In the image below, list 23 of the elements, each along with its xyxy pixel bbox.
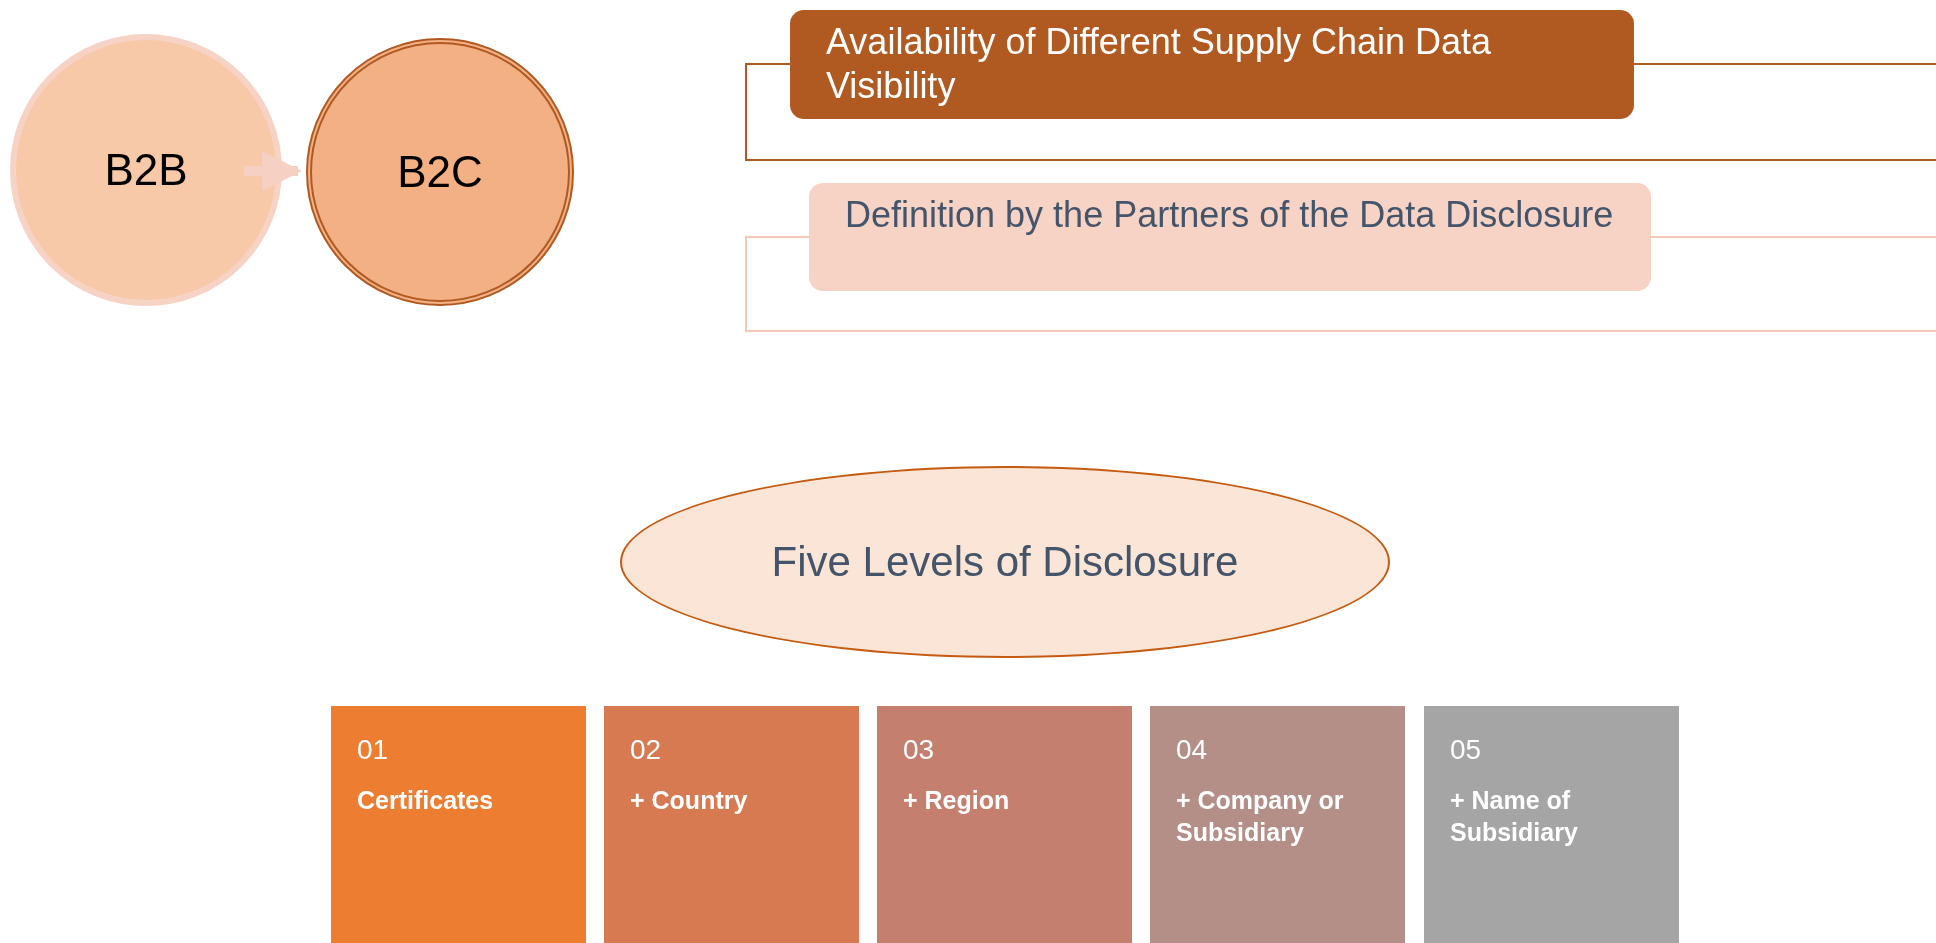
level-card — [604, 706, 859, 943]
title-bar — [790, 10, 1634, 119]
arrow — [244, 150, 302, 191]
level-number: 03 — [903, 734, 936, 766]
level-card — [1150, 706, 1405, 943]
level-card — [331, 706, 586, 943]
level-card — [877, 706, 1132, 943]
level-label: Certificates — [357, 785, 495, 816]
level-number: 01 — [357, 734, 390, 766]
node-label: B2B — [104, 145, 188, 195]
node-label: B2C — [397, 147, 483, 197]
level-number: 04 — [1176, 734, 1209, 766]
level-label: + Region — [903, 785, 1011, 816]
level-label: + Company or Subsidiary — [1176, 785, 1345, 848]
node-label: Definition by the Partners of the Data Disclosure — [845, 193, 1615, 237]
level-card — [1424, 706, 1679, 943]
title-bar — [809, 183, 1651, 291]
level-number: 05 — [1450, 734, 1483, 766]
node-label: Five Levels of Disclosure — [771, 538, 1239, 586]
level-label: + Country — [630, 785, 749, 816]
node-label: Availability of Different Supply Chain Data Visibility — [826, 20, 1493, 108]
level-label: + Name of Subsidiary — [1450, 785, 1579, 848]
level-number: 02 — [630, 734, 663, 766]
